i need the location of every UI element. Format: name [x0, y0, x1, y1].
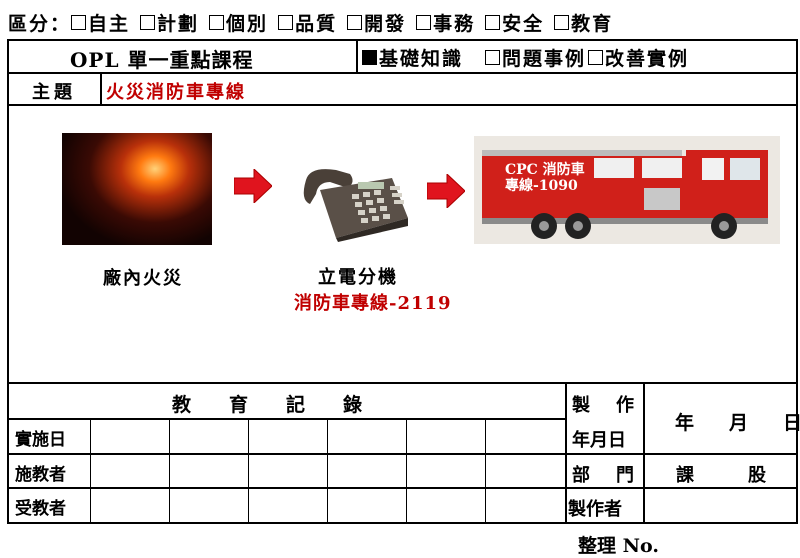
checkbox-icon[interactable] — [485, 14, 501, 30]
dept-label: 部 門 — [572, 465, 638, 486]
category-option-development[interactable]: 開發 — [347, 9, 406, 36]
table-line — [7, 453, 798, 455]
page-title: OPL 單一重點課程 — [70, 48, 254, 72]
fire-photo — [62, 133, 212, 245]
category-option-plan[interactable]: 計劃 — [140, 9, 199, 36]
table-line — [406, 418, 407, 523]
arrow-right-icon — [234, 169, 272, 203]
checkbox-icon[interactable] — [209, 14, 225, 30]
telephone-icon — [303, 169, 408, 242]
checkbox-icon[interactable] — [554, 14, 570, 30]
frame-line — [100, 72, 102, 105]
frame-line — [7, 72, 798, 74]
dept-value: 課 股 — [676, 465, 772, 486]
subject-label: 主題 — [32, 82, 76, 103]
frame-line — [7, 39, 798, 41]
row-label-teacher: 施教者 — [15, 465, 66, 485]
table-line — [7, 418, 567, 420]
table-line — [248, 418, 249, 523]
table-line — [327, 418, 328, 523]
checkbox-icon[interactable] — [71, 14, 87, 30]
record-title: 教 育 記 錄 — [172, 394, 363, 416]
made-label-2: 年月日 — [572, 430, 626, 451]
frame-line — [796, 39, 798, 384]
category-row: 區分： 自主 計劃 個別 品質 開發 事務 安全 教育 — [8, 6, 623, 38]
row-label-trainee: 受教者 — [15, 499, 66, 519]
step2-label: 立電分機 — [318, 267, 398, 288]
step2-number: 消防車專線-2119 — [294, 293, 452, 314]
row-label-date: 實施日 — [15, 430, 66, 450]
type-options: 基礎知識 問題事例 改善實例 — [362, 44, 689, 71]
frame-line — [356, 39, 358, 73]
subject-value: 火災消防車專線 — [106, 82, 246, 103]
category-label: 區分： — [8, 12, 72, 35]
checkbox-icon[interactable] — [140, 14, 156, 30]
made-label-1: 製 作 — [572, 395, 638, 416]
date-value: 年 月 日 — [675, 412, 800, 434]
table-line — [7, 487, 798, 489]
checkbox-icon[interactable] — [416, 14, 432, 30]
frame-line — [7, 104, 798, 106]
arrow-right-icon — [427, 174, 465, 208]
category-option-affairs[interactable]: 事務 — [416, 9, 475, 36]
table-line — [169, 418, 170, 523]
fire-truck-image — [474, 136, 780, 244]
step1-label: 廠內火災 — [103, 268, 183, 289]
maker-label: 製作者 — [568, 499, 622, 520]
table-line — [90, 418, 91, 523]
checkbox-checked-icon[interactable] — [362, 50, 377, 65]
checkbox-icon[interactable] — [588, 50, 604, 65]
category-option-self[interactable]: 自主 — [71, 9, 130, 36]
checkbox-icon[interactable] — [278, 14, 294, 30]
serial-number-label: 整理 No. — [578, 535, 659, 557]
truck-hotline-label: CPC 消防車 專線-1090 — [505, 162, 585, 194]
table-line — [7, 522, 798, 524]
frame-line — [7, 382, 798, 384]
checkbox-icon[interactable] — [485, 50, 501, 65]
category-option-safety[interactable]: 安全 — [485, 9, 544, 36]
checkbox-icon[interactable] — [347, 14, 363, 30]
type-basic-knowledge: 基礎知識 — [379, 48, 464, 70]
category-option-education[interactable]: 教育 — [554, 9, 613, 36]
category-option-individual[interactable]: 個別 — [209, 9, 268, 36]
type-improvement-case: 改善實例 — [605, 48, 690, 70]
type-problem-case: 問題事例 — [502, 48, 587, 70]
frame-line — [7, 39, 9, 384]
category-option-quality[interactable]: 品質 — [278, 9, 337, 36]
table-line — [485, 418, 486, 523]
table-line — [565, 382, 567, 524]
table-line — [643, 382, 645, 524]
